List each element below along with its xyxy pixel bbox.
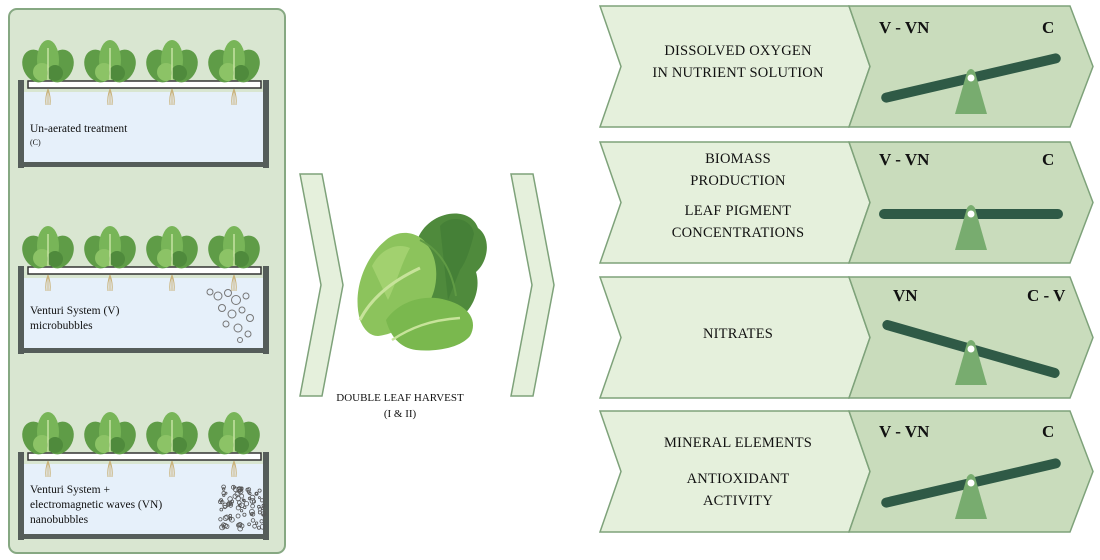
lettuce-plant-icon bbox=[84, 226, 136, 292]
balance-scale-icon bbox=[881, 458, 1061, 519]
lettuce-plant-icon bbox=[146, 226, 198, 292]
result-row-2 bbox=[598, 141, 1094, 264]
treatment-panel: Un-aerated treatment (C) Venturi System … bbox=[8, 8, 286, 554]
lettuce-plant-icon bbox=[208, 226, 260, 292]
lettuce-plant-icon bbox=[22, 226, 74, 292]
tank3-label: Venturi System + electromagnetic waves (… bbox=[30, 484, 163, 526]
result-2-left-group: V - VN bbox=[879, 150, 930, 169]
balance-scale-icon bbox=[882, 320, 1060, 385]
tank2-label: Venturi System (V) microbubbles bbox=[30, 305, 120, 332]
result-3-label: NITRATES bbox=[702, 326, 774, 342]
tanks-illustration bbox=[18, 40, 269, 540]
result-1-left-group: V - VN bbox=[879, 18, 930, 37]
result-row-3 bbox=[598, 276, 1094, 399]
result-3-left-group: VN bbox=[893, 286, 918, 305]
nanobubbles-icon bbox=[218, 484, 267, 532]
lettuce-plant-icon bbox=[22, 412, 74, 478]
balance-scale-icon bbox=[881, 53, 1061, 114]
result-3-right-group: C - V bbox=[1027, 286, 1066, 305]
lettuce-plant-icon bbox=[84, 40, 136, 106]
result-4-left-group: V - VN bbox=[879, 422, 930, 441]
result-1-label: DISSOLVED OXYGEN IN NUTRIENT SOLUTION bbox=[652, 43, 824, 81]
lettuce-plant-icon bbox=[208, 40, 260, 106]
lettuce-plant-icon bbox=[22, 40, 74, 106]
lettuce-icon bbox=[357, 213, 487, 351]
result-row-4 bbox=[598, 410, 1094, 533]
harvest-label: DOUBLE LEAF HARVEST (I & II) bbox=[336, 392, 464, 420]
result-balance-box bbox=[847, 141, 1094, 264]
tank1-label: Un-aerated treatment (C) bbox=[30, 123, 128, 147]
result-4-right-group: C bbox=[1042, 422, 1055, 441]
lettuce-plant-icon bbox=[146, 412, 198, 478]
lettuce-plant-icon bbox=[84, 412, 136, 478]
balance-scale-icon bbox=[879, 205, 1063, 250]
lettuce-plant-icon bbox=[146, 40, 198, 106]
microbubbles-icon bbox=[206, 288, 254, 343]
result-2-right-group: C bbox=[1042, 150, 1055, 169]
chevron-arrow-1 bbox=[299, 173, 344, 397]
lettuce-plant-icon bbox=[208, 412, 260, 478]
result-1-right-group: C bbox=[1042, 18, 1055, 37]
chevron-arrow-2 bbox=[510, 173, 555, 397]
tank-unaerated bbox=[18, 80, 269, 168]
result-row-1 bbox=[598, 5, 1094, 128]
